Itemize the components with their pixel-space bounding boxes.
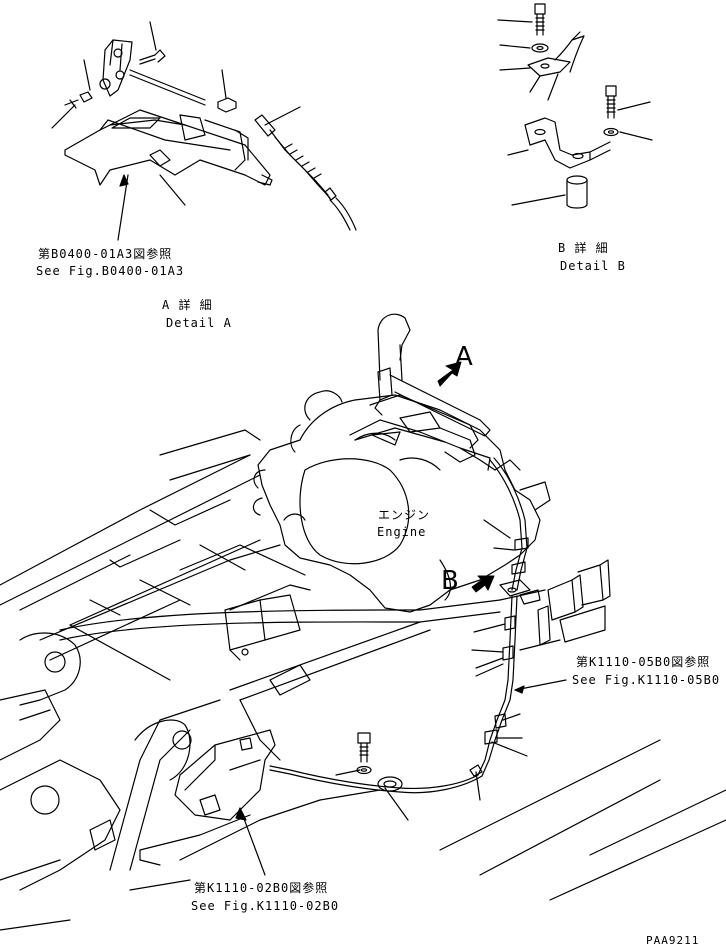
detail-b-drawing bbox=[497, 3, 653, 209]
engine-label-en: Engine bbox=[377, 525, 427, 539]
detail-a-title-en: Detail A bbox=[166, 316, 232, 330]
detail-a-drawing bbox=[51, 21, 357, 241]
section-marker-a: A bbox=[455, 342, 473, 372]
engine-label-jp: エンジン bbox=[378, 508, 431, 522]
ref-k1110-05-label-jp: 第K1110-05B0図参照 bbox=[576, 655, 711, 669]
main-assembly-drawing bbox=[0, 313, 726, 931]
detail-b-title-en: Detail B bbox=[560, 259, 626, 273]
ref-k1110-02-label-jp: 第K1110-02B0図参照 bbox=[194, 881, 329, 895]
ref-k1110-05-label-en: See Fig.K1110-05B0 bbox=[572, 673, 721, 687]
detail-b-title-jp: B 詳 細 bbox=[558, 241, 609, 255]
detail-a-title-jp: A 詳 細 bbox=[162, 298, 213, 312]
ref-k1110-02-label-en: See Fig.K1110-02B0 bbox=[191, 899, 340, 913]
ref-b0400-label-en: See Fig.B0400-01A3 bbox=[36, 264, 185, 278]
drawing-number: PAA9211 bbox=[646, 934, 700, 947]
ref-b0400-label-jp: 第B0400-01A3図参照 bbox=[38, 247, 173, 261]
section-marker-b: B bbox=[441, 566, 459, 596]
